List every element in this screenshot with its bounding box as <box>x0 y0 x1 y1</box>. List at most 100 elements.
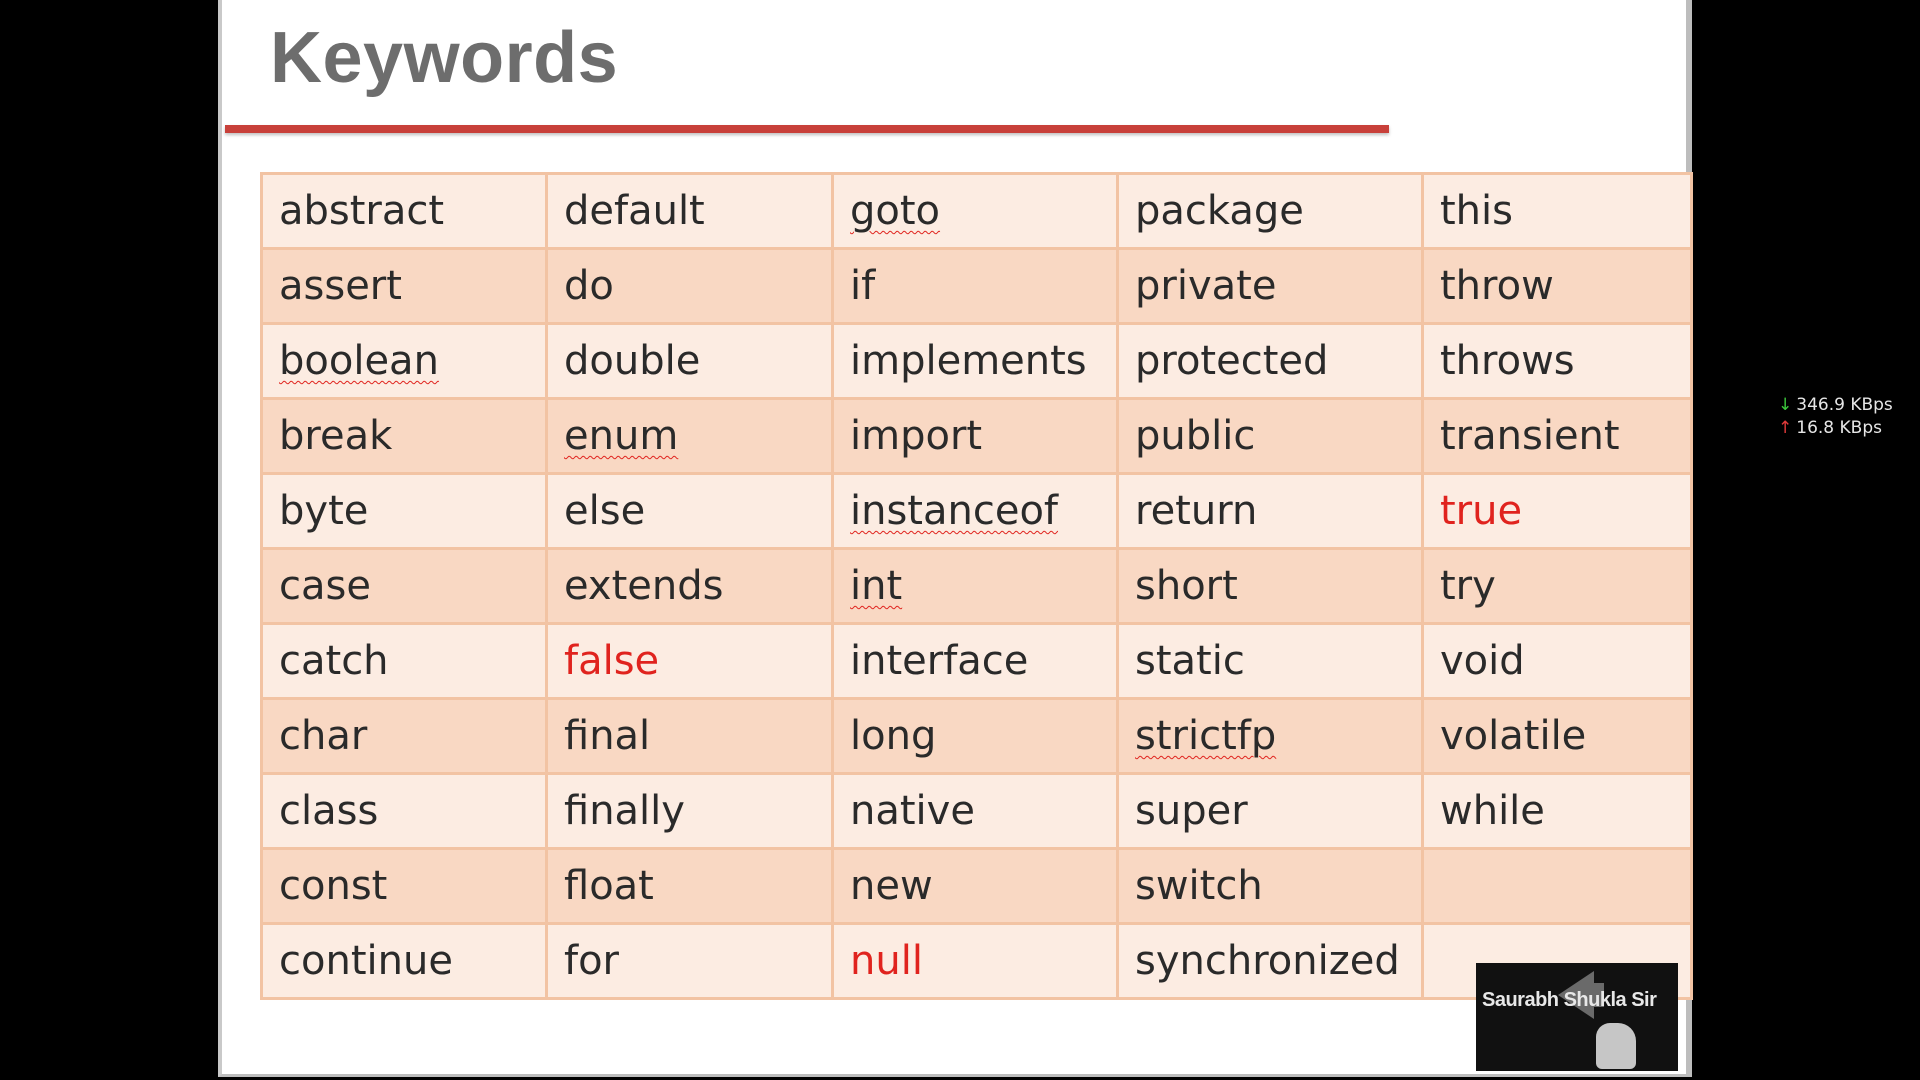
keyword-cell: synchronized <box>1116 922 1424 1000</box>
keyword-cell: case <box>260 547 548 625</box>
keyword-cell: protected <box>1116 322 1424 400</box>
slide: Keywords abstract default goto package this a… <box>218 0 1693 1077</box>
keyword-cell: instanceof <box>831 472 1119 550</box>
keyword: strictfp <box>1135 713 1277 759</box>
presenter-hand <box>1596 1023 1636 1069</box>
keyword: protected <box>1135 338 1329 384</box>
keyword: static <box>1135 638 1245 684</box>
keyword-cell: const <box>260 847 548 925</box>
keyword-cell: else <box>545 472 834 550</box>
up-arrow-icon: ↑ <box>1778 418 1793 438</box>
keyword: catch <box>279 638 389 684</box>
keyword-cell: goto <box>831 172 1119 250</box>
keyword: abstract <box>279 188 445 234</box>
keyword: false <box>564 638 660 684</box>
keyword: final <box>564 713 651 759</box>
keyword: goto <box>850 188 941 234</box>
keyword: case <box>279 563 371 609</box>
keyword-cell: abstract <box>260 172 548 250</box>
keyword-cell: throw <box>1421 247 1693 325</box>
keyword: public <box>1135 413 1256 459</box>
keyword: else <box>564 488 646 534</box>
table-row: class finally native super while <box>260 772 1693 850</box>
keyword: byte <box>279 488 369 534</box>
table-row: char final long strictfp volatile <box>260 697 1693 775</box>
keyword-cell: static <box>1116 622 1424 700</box>
keyword: this <box>1440 188 1513 234</box>
keyword-cell: return <box>1116 472 1424 550</box>
upload-speed: ↑16.8 KBps <box>1778 418 1882 438</box>
keyword-cell: float <box>545 847 834 925</box>
keyword: throws <box>1440 338 1575 384</box>
keyword: switch <box>1135 863 1263 909</box>
keyword: extends <box>564 563 724 609</box>
keyword-cell: try <box>1421 547 1693 625</box>
download-speed: ↓346.9 KBps <box>1778 395 1893 415</box>
slide-title: Keywords <box>270 18 619 98</box>
keyword-cell: interface <box>831 622 1119 700</box>
keyword-cell: catch <box>260 622 548 700</box>
keyword: super <box>1135 788 1248 834</box>
keyword: continue <box>279 938 453 984</box>
keyword: while <box>1440 788 1545 834</box>
keyword-cell: long <box>831 697 1119 775</box>
keyword-cell: package <box>1116 172 1424 250</box>
keyword-cell: super <box>1116 772 1424 850</box>
keyword-cell: false <box>545 622 834 700</box>
keyword-cell: while <box>1421 772 1693 850</box>
keyword-cell: null <box>831 922 1119 1000</box>
keyword-cell: public <box>1116 397 1424 475</box>
keyword-cell: byte <box>260 472 548 550</box>
keyword: native <box>850 788 975 834</box>
keyword: long <box>850 713 937 759</box>
keyword-cell: void <box>1421 622 1693 700</box>
keyword: instanceof <box>850 488 1059 534</box>
keyword-cell: assert <box>260 247 548 325</box>
keyword-cell: extends <box>545 547 834 625</box>
keyword: if <box>850 263 876 309</box>
keyword-cell: if <box>831 247 1119 325</box>
keyword-cell: break <box>260 397 548 475</box>
keyword: finally <box>564 788 685 834</box>
keyword: void <box>1440 638 1525 684</box>
keyword-cell: continue <box>260 922 548 1000</box>
keyword-cell: enum <box>545 397 834 475</box>
keyword: default <box>564 188 705 234</box>
keyword-cell: implements <box>831 322 1119 400</box>
keyword: assert <box>279 263 402 309</box>
network-speed-overlay: ↓346.9 KBps ↑16.8 KBps <box>1778 394 1893 440</box>
keyword: boolean <box>279 338 439 384</box>
keyword-cell: do <box>545 247 834 325</box>
keyword-cell: new <box>831 847 1119 925</box>
table-row: case extends int short try <box>260 547 1693 625</box>
keyword-cell: int <box>831 547 1119 625</box>
keyword: import <box>850 413 983 459</box>
keyword-cell: volatile <box>1421 697 1693 775</box>
keyword-cell: strictfp <box>1116 697 1424 775</box>
keyword: synchronized <box>1135 938 1400 984</box>
keyword-cell: switch <box>1116 847 1424 925</box>
keyword: enum <box>564 413 679 459</box>
keyword: null <box>850 938 923 984</box>
keyword: true <box>1440 488 1523 534</box>
keyword: implements <box>850 338 1087 384</box>
keyword: int <box>850 563 903 609</box>
down-arrow-icon: ↓ <box>1778 395 1793 415</box>
keyword-cell: for <box>545 922 834 1000</box>
keyword: class <box>279 788 379 834</box>
keyword: private <box>1135 263 1277 309</box>
keyword: package <box>1135 188 1304 234</box>
keyword: try <box>1440 563 1496 609</box>
keyword-cell: true <box>1421 472 1693 550</box>
keyword: volatile <box>1440 713 1587 759</box>
keyword-cell: default <box>545 172 834 250</box>
keyword-cell: final <box>545 697 834 775</box>
keyword-cell: native <box>831 772 1119 850</box>
keyword-cell: char <box>260 697 548 775</box>
keyword: new <box>850 863 933 909</box>
keyword-cell: private <box>1116 247 1424 325</box>
keyword-cell: short <box>1116 547 1424 625</box>
